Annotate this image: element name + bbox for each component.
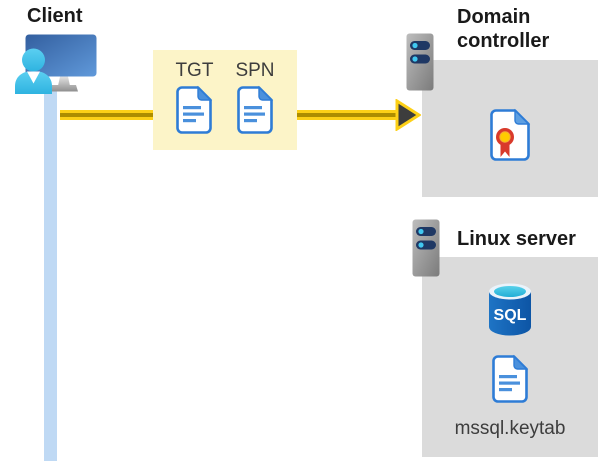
spn-label: SPN — [235, 60, 275, 81]
sql-label: SQL — [494, 307, 527, 324]
spn-document-icon — [236, 85, 274, 135]
client-computer-icon — [15, 34, 97, 94]
domain-controller-server-icon — [406, 33, 434, 91]
tgt-ticket: TGT — [175, 59, 213, 150]
auth-arrow-head-icon — [395, 99, 421, 131]
certificate-icon — [490, 108, 531, 161]
tgt-document-icon — [175, 85, 213, 135]
ticket-highlight-box: TGT SPN — [153, 50, 297, 150]
sql-database-icon: SQL — [489, 283, 531, 336]
domain-controller-box — [422, 60, 598, 197]
keytab-filename: mssql.keytab — [454, 418, 566, 439]
keytab-document-icon — [491, 354, 529, 404]
linux-server-icon — [412, 219, 440, 277]
linux-server-title: Linux server — [457, 228, 576, 250]
linux-server-box: SQL mssql.keytab — [422, 257, 598, 457]
client-connection-line — [44, 91, 57, 461]
domain-controller-title: Domain controller — [457, 6, 550, 52]
tgt-label: TGT — [175, 60, 214, 81]
spn-ticket: SPN — [235, 59, 275, 150]
monitor-stand — [50, 76, 78, 92]
client-label: Client — [27, 5, 83, 27]
user-icon — [15, 48, 52, 94]
